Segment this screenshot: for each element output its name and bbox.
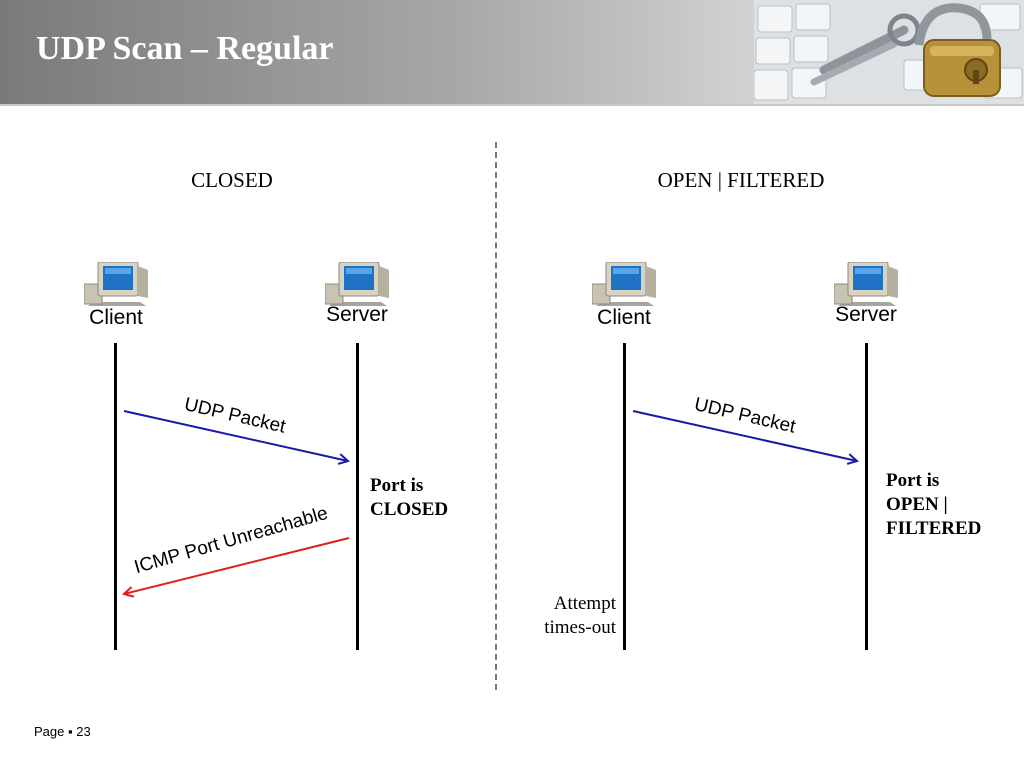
client-lifeline bbox=[623, 343, 626, 650]
slide-title: UDP Scan – Regular bbox=[36, 30, 334, 67]
server-state-label: Port is OPEN | FILTERED bbox=[886, 470, 982, 539]
timeout-note: Attempt times-out bbox=[544, 593, 616, 638]
header-divider bbox=[0, 104, 1024, 106]
udp-packet-label: UDP Packet bbox=[692, 394, 798, 438]
server-state-label: Port is CLOSED bbox=[370, 475, 449, 520]
padlock-keyboard-image bbox=[754, 0, 1024, 104]
client-lifeline bbox=[114, 343, 117, 650]
diagram-heading-open-filtered: OPEN | FILTERED bbox=[657, 168, 825, 192]
section-divider bbox=[495, 142, 497, 690]
server-label: Server bbox=[835, 303, 897, 326]
client-label: Client bbox=[89, 306, 143, 329]
computer-icon bbox=[324, 261, 391, 306]
page-number: 23 bbox=[76, 724, 91, 739]
computer-icon bbox=[591, 261, 658, 306]
udp-packet-label: UDP Packet bbox=[182, 394, 288, 438]
page-footer: Page ▪ 23 bbox=[34, 724, 91, 739]
icmp-port-unreachable-label: ICMP Port Unreachable bbox=[132, 502, 331, 579]
server-lifeline bbox=[865, 343, 868, 650]
header-bar: UDP Scan – Regular bbox=[0, 0, 1024, 104]
client-label: Client bbox=[597, 306, 651, 329]
diagram-heading-closed: CLOSED bbox=[191, 168, 273, 192]
computer-icon bbox=[833, 261, 900, 306]
footer-separator: ▪ bbox=[68, 724, 73, 739]
server-label: Server bbox=[326, 303, 388, 326]
page-label: Page bbox=[34, 724, 65, 739]
computer-icon bbox=[83, 261, 150, 306]
server-lifeline bbox=[356, 343, 359, 650]
